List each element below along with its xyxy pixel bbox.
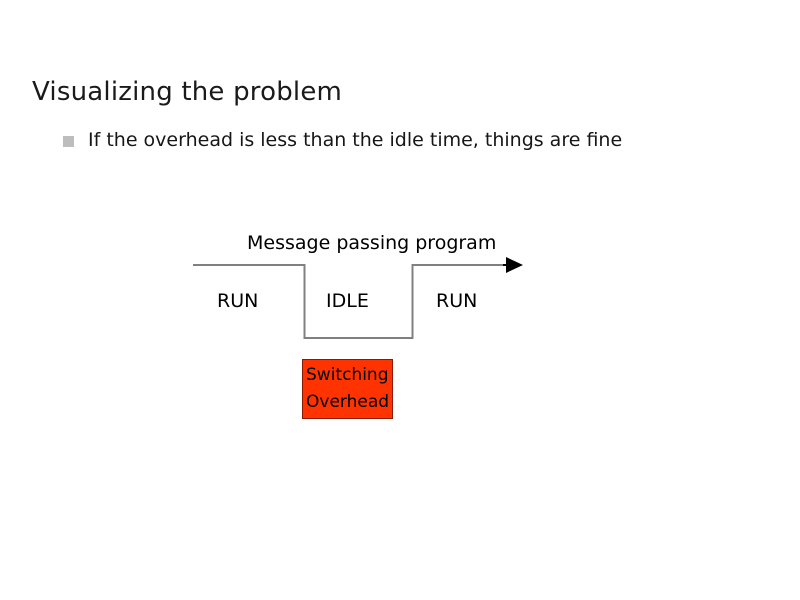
right-arrow-icon [506,257,523,273]
phase-label-idle: IDLE [326,290,369,312]
phase-label-run-1: RUN [217,290,259,312]
list-item: If the overhead is less than the idle ti… [63,129,763,153]
bullet-list: If the overhead is less than the idle ti… [63,129,763,153]
square-bullet-icon [63,136,74,147]
switching-overhead-callout: Switching Overhead [302,359,393,419]
callout-line-1: Switching [306,365,389,385]
page-title: Visualizing the problem [32,77,343,107]
diagram-caption: Message passing program [247,232,497,254]
phase-label-run-2: RUN [436,290,478,312]
callout-line-2: Overhead [306,392,390,413]
bullet-item-label: If the overhead is less than the idle ti… [88,129,623,151]
